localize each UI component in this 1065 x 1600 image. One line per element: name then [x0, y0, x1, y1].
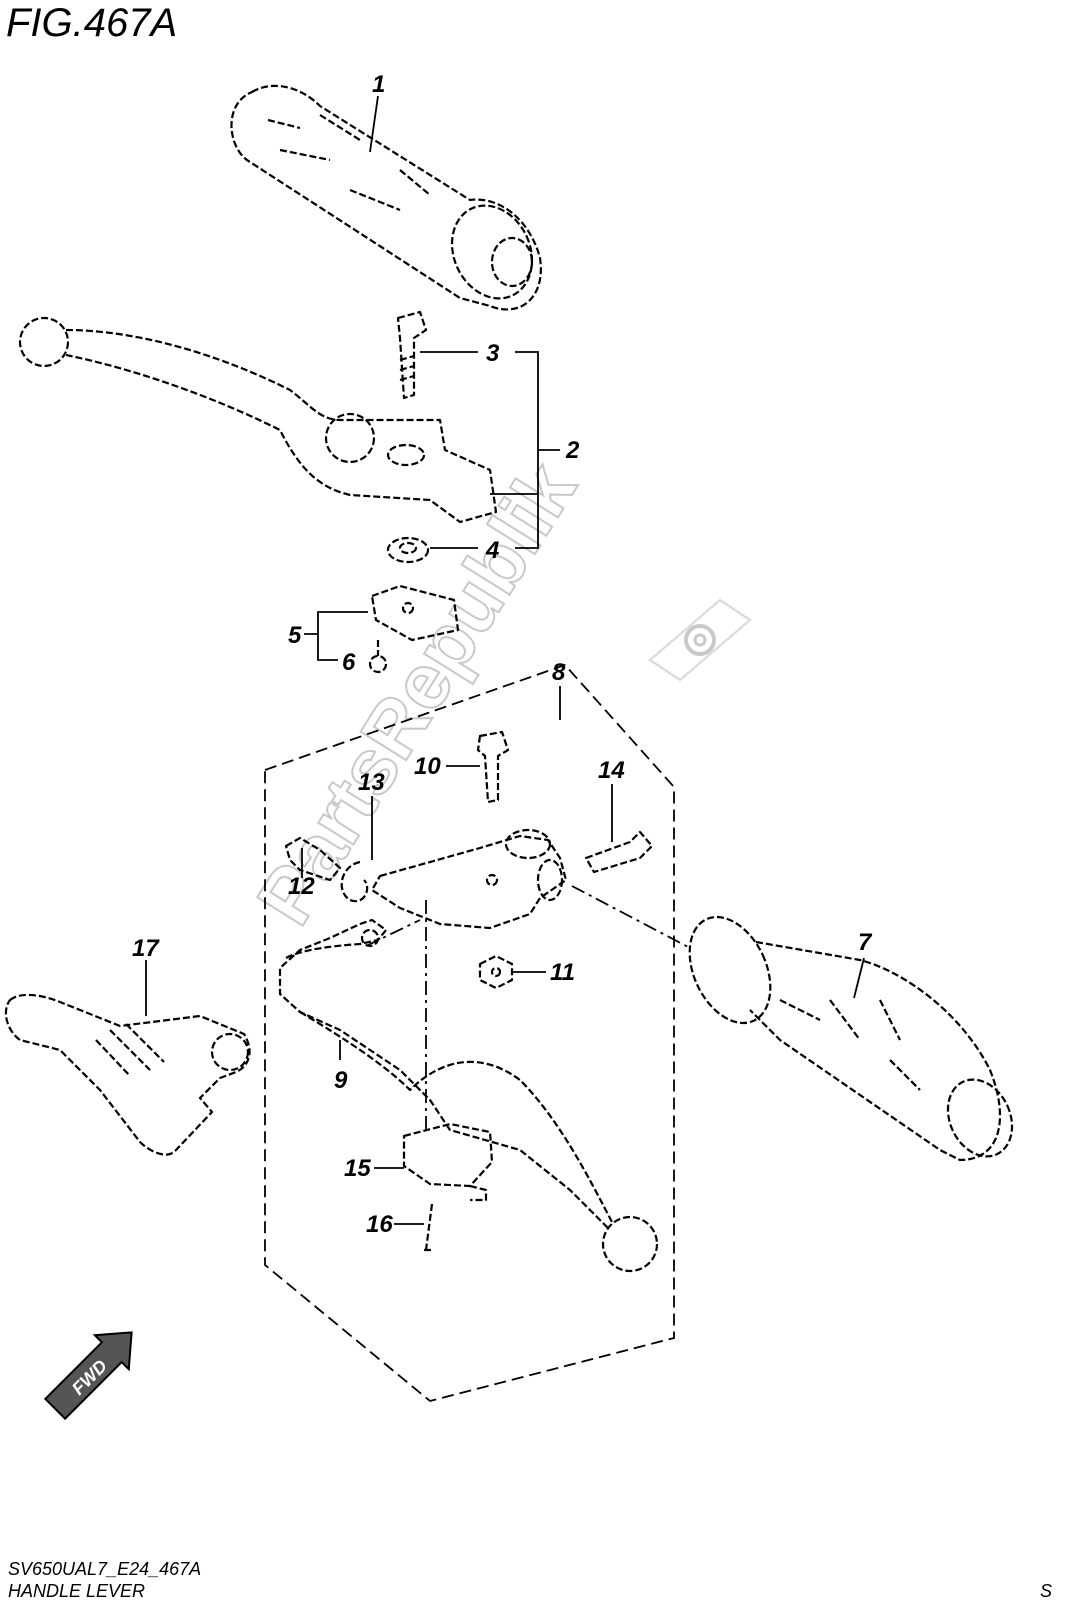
callout-12[interactable]: 12: [288, 873, 315, 900]
corner-mark: S: [1040, 1581, 1052, 1600]
part-13-circlip[interactable]: [340, 860, 369, 903]
part-17-guard[interactable]: [4, 993, 251, 1156]
assembly-axis-lever: [365, 919, 421, 947]
part-16-screw[interactable]: [424, 1203, 434, 1252]
figure-caption: HANDLE LEVER: [8, 1581, 145, 1600]
assembly-8-outline: [264, 663, 675, 1402]
part-14-bolt[interactable]: [584, 830, 654, 874]
model-code: SV650UAL7_E24_467A: [8, 1559, 201, 1579]
callout-5[interactable]: 5: [288, 622, 302, 649]
part-6-screw[interactable]: [368, 640, 388, 674]
part-2-brake-lever[interactable]: [18, 316, 498, 524]
callout-11[interactable]: 11: [550, 959, 575, 986]
callout-15[interactable]: 15: [344, 1155, 371, 1182]
part-12-adjuster[interactable]: [284, 836, 342, 882]
leader-5: [304, 611, 368, 661]
callout-17[interactable]: 17: [132, 935, 160, 962]
leader-2: [490, 351, 560, 549]
part-3-pivot-bolt[interactable]: [396, 310, 428, 400]
figure-title: FIG.467A: [6, 1, 177, 45]
callout-3[interactable]: 3: [486, 340, 500, 367]
fwd-badge: FWD: [43, 1331, 133, 1421]
leader-1: [369, 95, 379, 153]
part-1-grip[interactable]: [230, 84, 546, 312]
watermark: PartsRepublik: [239, 446, 594, 940]
callout-2[interactable]: 2: [565, 437, 580, 464]
part-4-nut[interactable]: [386, 536, 430, 564]
part-9-clutch-lever[interactable]: [278, 918, 659, 1273]
forward-arrow-icon: [43, 1331, 133, 1421]
callout-14[interactable]: 14: [598, 757, 625, 784]
part-5-switch[interactable]: [370, 584, 460, 642]
callout-8[interactable]: 8: [552, 659, 566, 686]
part-7-grip[interactable]: [674, 904, 1024, 1167]
part-11-nut[interactable]: [478, 954, 514, 990]
callout-7[interactable]: 7: [858, 929, 873, 956]
callout-4[interactable]: 4: [485, 537, 499, 564]
assembly-axis-right: [571, 885, 691, 949]
leader-7: [853, 957, 865, 999]
callout-6[interactable]: 6: [342, 649, 356, 676]
callout-16[interactable]: 16: [366, 1211, 393, 1238]
part-15-switch[interactable]: [402, 1122, 494, 1202]
callout-10[interactable]: 10: [414, 753, 441, 780]
part-8-lever-holder[interactable]: [370, 828, 568, 930]
gear-icon: [648, 598, 752, 682]
watermark-text: PartsRepublik: [240, 447, 593, 939]
part-10-bolt[interactable]: [476, 730, 510, 804]
callout-1[interactable]: 1: [372, 71, 385, 98]
callout-9[interactable]: 9: [334, 1067, 348, 1094]
callout-13[interactable]: 13: [358, 769, 385, 796]
